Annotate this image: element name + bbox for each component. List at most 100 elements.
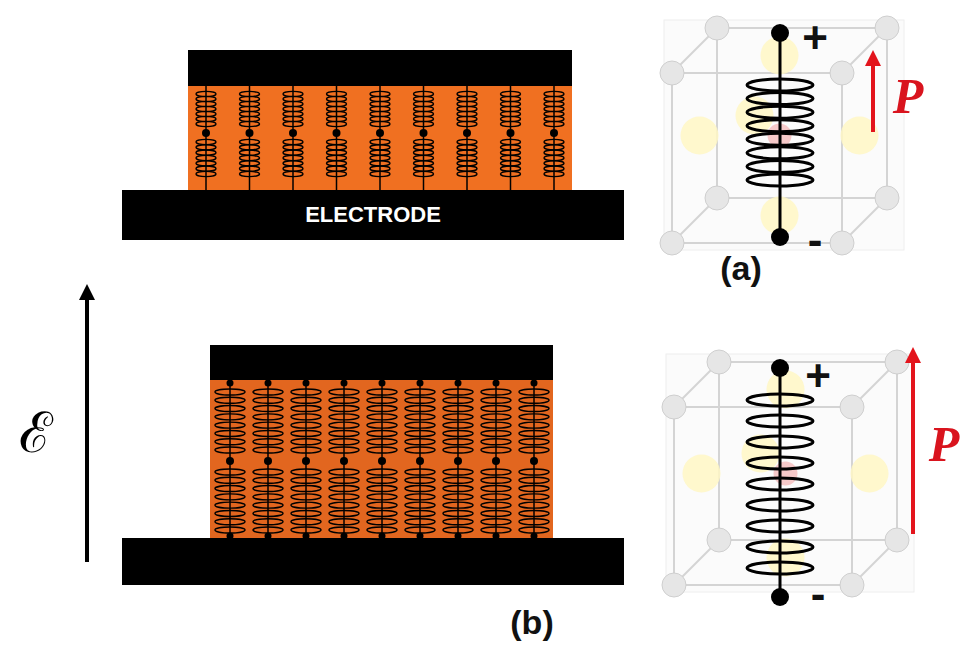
spring-coil	[519, 527, 549, 533]
ion-dot	[493, 380, 500, 387]
spring-coil	[443, 494, 473, 500]
spring-coil	[519, 486, 549, 492]
spring-coil	[329, 477, 359, 483]
spring-coil	[367, 502, 397, 508]
spring-coil	[370, 161, 390, 166]
spring-coil	[370, 121, 390, 126]
spring-coil	[367, 422, 397, 428]
spring-coil	[196, 145, 216, 150]
spring-coil	[327, 145, 347, 150]
spring-coil	[414, 155, 434, 160]
spring-coil	[196, 161, 216, 166]
spring-coil	[196, 121, 216, 126]
spring-coil	[747, 106, 813, 118]
spring-coil	[291, 414, 321, 420]
spring-coil	[457, 171, 477, 176]
spring-coil	[240, 150, 260, 155]
corner-atom	[662, 573, 686, 597]
spring-coil	[367, 486, 397, 492]
ion-dot	[227, 380, 234, 387]
spring-coil	[405, 430, 435, 436]
spring-coil	[215, 510, 245, 516]
ion-dot	[463, 129, 471, 137]
spring-coil	[367, 519, 397, 525]
ion-dot	[530, 457, 538, 465]
ion-dot	[341, 380, 348, 387]
charge-sign: +	[805, 351, 831, 401]
spring-coil	[481, 477, 511, 483]
spring-coil	[367, 447, 397, 453]
field-label: ℰ	[19, 392, 53, 468]
spring-coil	[329, 510, 359, 516]
ion-dot	[202, 129, 210, 137]
polarization-label: P	[929, 415, 960, 473]
spring-coil	[329, 422, 359, 428]
spring-coil	[405, 439, 435, 445]
spring-coil	[367, 510, 397, 516]
spring-coil	[747, 436, 813, 448]
oxygen-atom	[681, 117, 719, 155]
ion-dot	[550, 129, 558, 137]
spring-coil	[253, 406, 283, 412]
spring-coil	[501, 121, 521, 126]
spring-coil	[370, 155, 390, 160]
spring-coil	[329, 406, 359, 412]
spring-coil	[443, 422, 473, 428]
spring-coil	[327, 171, 347, 176]
spring-coil	[291, 486, 321, 492]
oxygen-atom	[767, 539, 805, 577]
spring-coil	[253, 527, 283, 533]
corner-atom	[830, 231, 854, 255]
field-arrow	[85, 292, 89, 562]
spring-coil	[240, 155, 260, 160]
spring-coil	[414, 121, 434, 126]
spring-coil	[253, 510, 283, 516]
spring-coil	[519, 422, 549, 428]
corner-atom	[705, 16, 729, 40]
spring-coil	[747, 120, 813, 132]
spring-coil	[443, 430, 473, 436]
center-atom	[774, 462, 798, 486]
lattice-edge	[673, 407, 675, 585]
spring-coil	[283, 145, 303, 150]
lattice-edge	[672, 72, 842, 74]
ion-dot	[379, 380, 386, 387]
corner-atom	[830, 61, 854, 85]
spring-coil	[747, 520, 813, 532]
spring-coil	[519, 502, 549, 508]
ion-dot	[531, 380, 538, 387]
spring-coil	[367, 414, 397, 420]
spring-coil	[501, 171, 521, 176]
corner-atom	[662, 395, 686, 419]
polarization-arrow	[871, 58, 875, 132]
spring-coil	[367, 430, 397, 436]
ion-dot	[340, 457, 348, 465]
spring-coil	[747, 147, 813, 159]
spring-coil	[481, 527, 511, 533]
corner-atom	[707, 350, 731, 374]
spring-coil	[196, 139, 216, 144]
bottom-electrode	[122, 538, 624, 585]
spring-coil	[481, 494, 511, 500]
spring-coil	[501, 166, 521, 171]
spring-coil	[367, 406, 397, 412]
spring-coil	[457, 121, 477, 126]
ion-dot	[455, 380, 462, 387]
spring-coil	[327, 161, 347, 166]
spring-coil	[414, 145, 434, 150]
spring-coil	[327, 139, 347, 144]
spring-coil	[481, 430, 511, 436]
ion-dot	[265, 380, 272, 387]
spring-coil	[367, 494, 397, 500]
spring-coil	[291, 494, 321, 500]
spring-coil	[747, 499, 813, 511]
spring-coil	[367, 389, 397, 395]
spring-coil	[215, 447, 245, 453]
spring-coil	[481, 414, 511, 420]
ion-dot	[226, 457, 234, 465]
spring-coil	[519, 510, 549, 516]
ion-dot	[303, 380, 310, 387]
spring-coil	[283, 161, 303, 166]
spring-coil	[747, 541, 813, 553]
